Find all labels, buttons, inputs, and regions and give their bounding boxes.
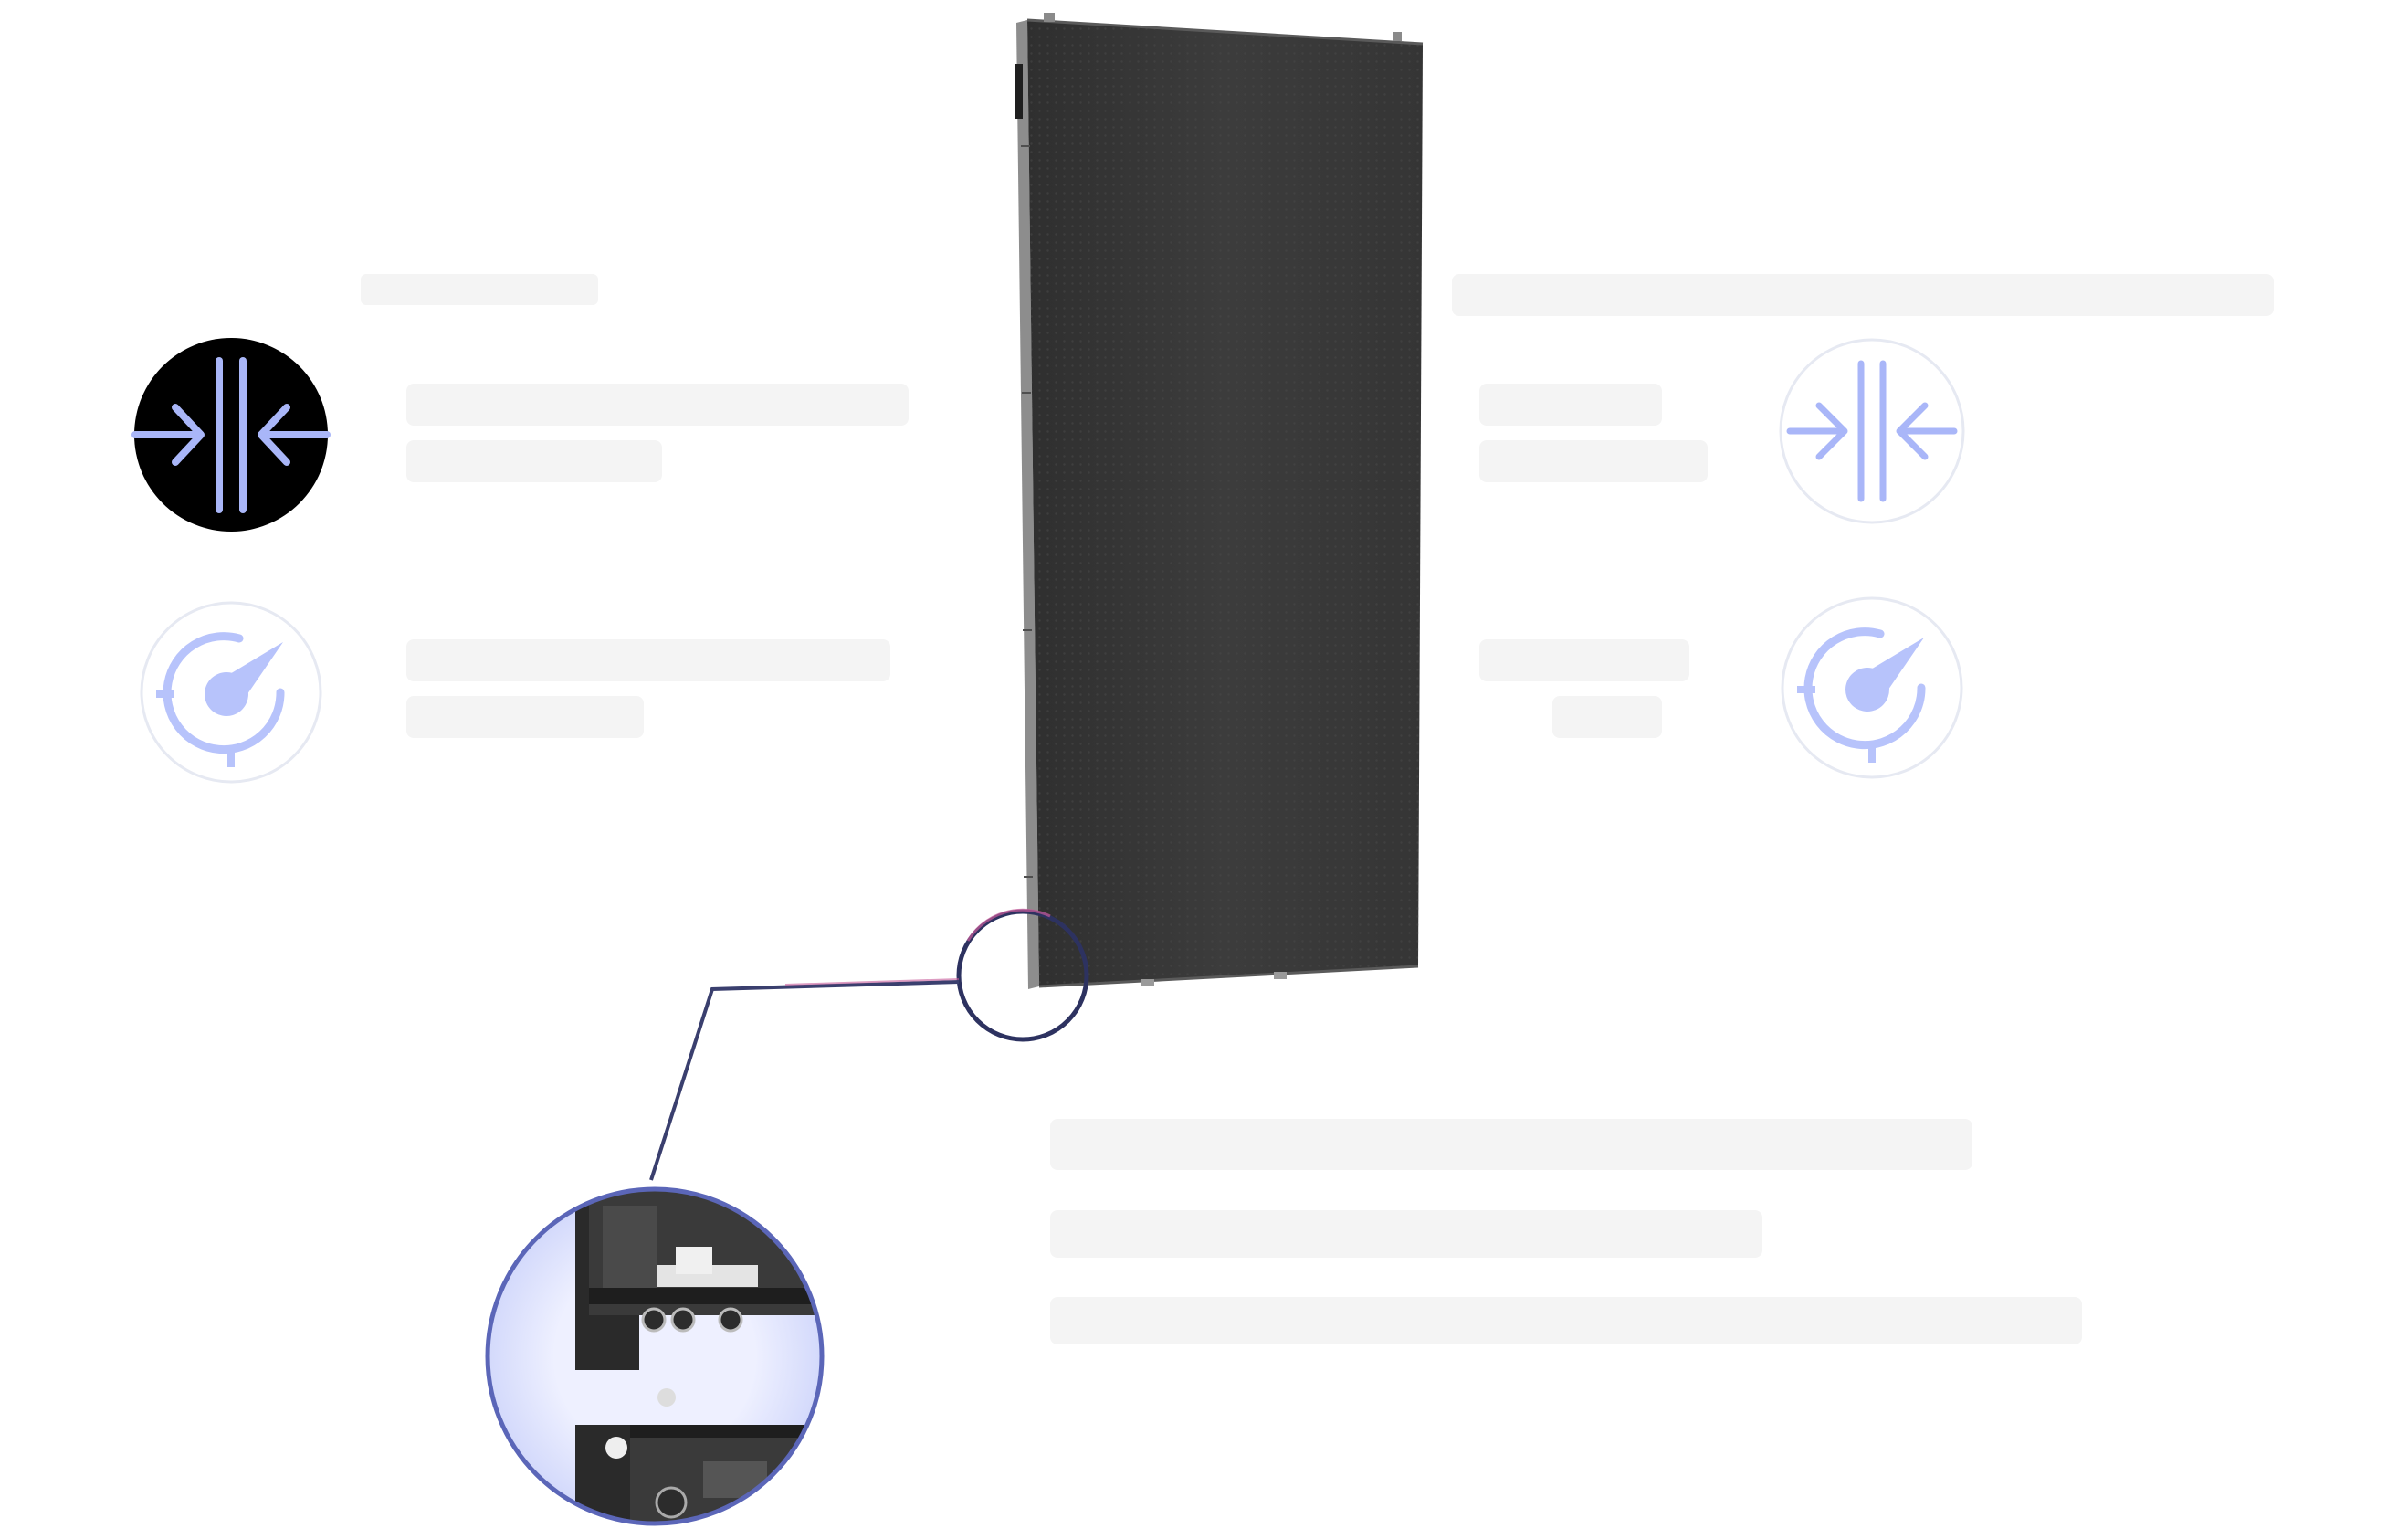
compress-arrows-icon [1786, 360, 1958, 502]
speed-dial-icon [1797, 627, 1926, 763]
feature-icon-right-2 [1781, 596, 1963, 779]
faded-text-blocks [361, 274, 2274, 1344]
corner-detail-magnifier [485, 1186, 825, 1526]
led-panel [1015, 13, 1424, 989]
feature-icon-left-2 [140, 601, 322, 784]
compress-arrows-icon [131, 357, 331, 513]
speed-dial-icon [156, 632, 285, 767]
callout-leader-line [649, 980, 960, 1181]
corner-highlight-ring [956, 908, 1089, 1042]
feature-icon-left-1 [131, 338, 331, 532]
feature-icon-right-1 [1779, 338, 1965, 524]
